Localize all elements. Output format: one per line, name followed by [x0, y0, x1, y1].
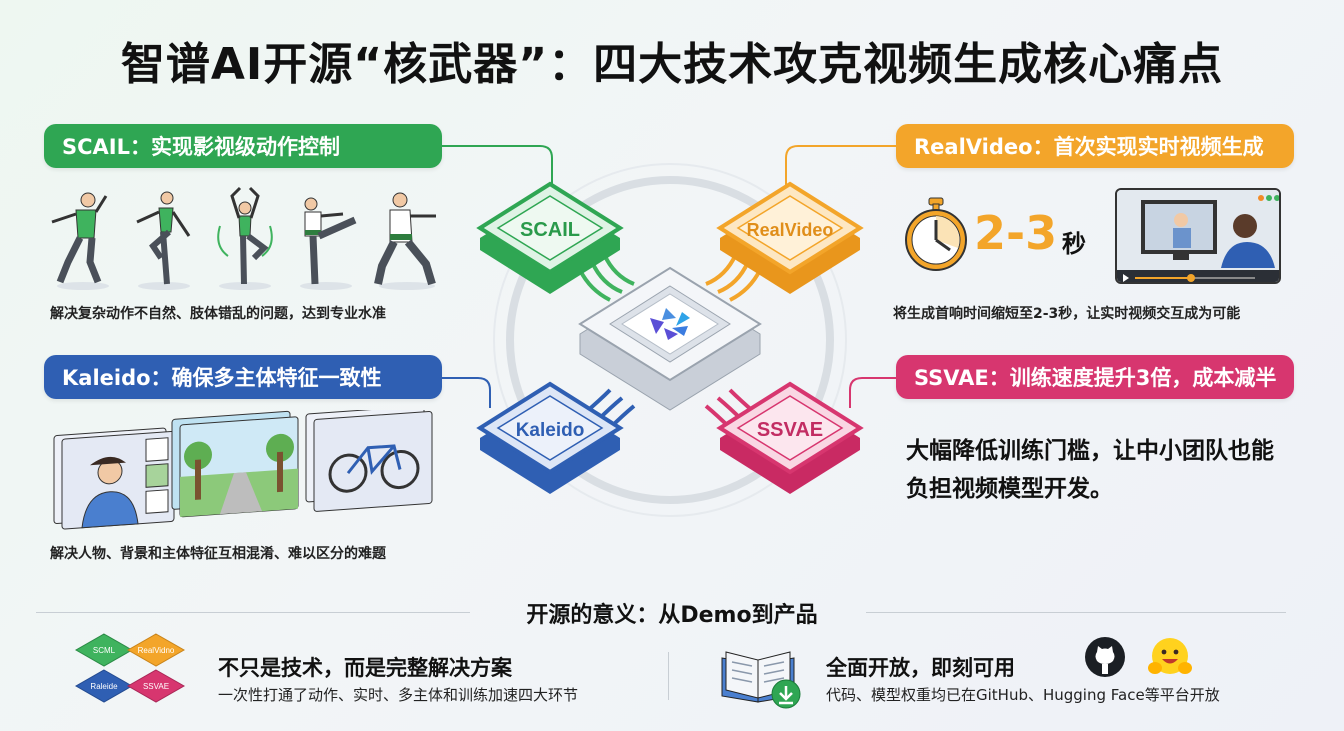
open-access-subtitle: 代码、模型权重均已在GitHub、Hugging Face等平台开放: [826, 686, 1220, 704]
realvideo-caption: 将生成首响时间缩短至2-3秒，让实时视频交互成为可能: [893, 306, 1241, 322]
dancer-icon: [131, 186, 197, 290]
scail-caption: 解决复杂动作不自然、肢体错乱的问题，达到专业水准: [50, 306, 386, 322]
ssvae-description-line: 负担视频模型开发。: [906, 476, 1113, 502]
kaleido-caption: 解决人物、背景和主体特征互相混淆、难以区分的难题: [50, 546, 386, 562]
ssvae-node-label: SSVAE: [757, 419, 823, 441]
dancer-icon: [50, 186, 116, 290]
vertical-separator: [668, 652, 669, 700]
ssvae-description: 大幅降低训练门槛，让中小团队也能 负担视频模型开发。: [906, 432, 1306, 508]
section-heading: 开源的意义：从Demo到产品: [526, 603, 818, 628]
page-title: 智谱AI开源“核武器”：四大技术攻克视频生成核心痛点: [120, 39, 1224, 90]
svg-text:SCML: SCML: [93, 646, 116, 655]
svg-text:RealVidno: RealVidno: [138, 646, 175, 655]
hugging-face-icon[interactable]: [1148, 636, 1192, 678]
architecture-hub-diagram: SCAIL RealVideo Kaleido SSVAE: [476, 163, 864, 517]
karate-punch-icon: [374, 186, 440, 290]
kaleido-banner: Kaleido：确保多主体特征一致性: [44, 355, 442, 399]
realtime-video-illustration: [1115, 188, 1281, 284]
four-tech-blocks-icon: SCML RealVidno Raleide SSVAE: [74, 633, 186, 703]
latency-number: 2-3: [974, 206, 1058, 260]
solution-subtitle: 一次性打通了动作、实时、多主体和训练加速四大环节: [218, 686, 579, 704]
open-access-title: 全面开放，即刻可用: [826, 656, 1015, 680]
hub-node: [578, 266, 762, 411]
github-icon[interactable]: [1084, 636, 1126, 678]
scail-node-label: SCAIL: [520, 219, 580, 241]
divider-left: [36, 612, 470, 613]
ssvae-banner: SSVAE：训练速度提升3倍，成本减半: [896, 355, 1294, 399]
svg-text:SSVAE: SSVAE: [143, 682, 169, 691]
scail-banner: SCAIL：实现影视级动作控制: [44, 124, 442, 168]
divider-right: [866, 612, 1286, 613]
scail-motion-illustration: [50, 180, 440, 290]
ssvae-description-line: 大幅降低训练门槛，让中小团队也能: [906, 438, 1274, 464]
karate-kick-icon: [293, 186, 359, 290]
latency-unit: 秒: [1062, 230, 1086, 258]
kaleido-node-label: Kaleido: [516, 420, 585, 441]
open-book-download-icon: [721, 651, 801, 709]
kaleido-multi-subject-illustration: [53, 410, 433, 530]
realvideo-banner: RealVideo：首次实现实时视频生成: [896, 124, 1294, 168]
realvideo-node-label: RealVideo: [747, 220, 834, 240]
solution-title: 不只是技术，而是完整解决方案: [218, 656, 512, 680]
stopwatch-icon: [905, 197, 967, 271]
ballet-dancer-icon: [212, 186, 278, 290]
svg-text:Raleide: Raleide: [90, 682, 118, 691]
